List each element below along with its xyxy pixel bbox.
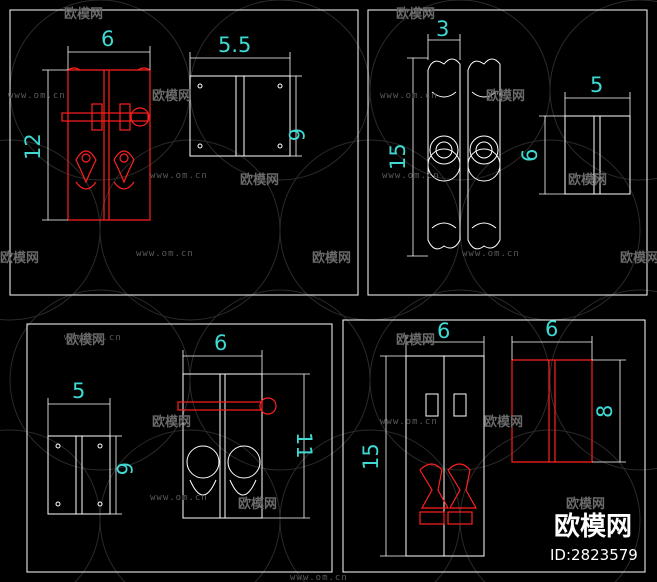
panel-top-left: 6 12 5.5 6 (9, 9, 359, 296)
dim-height-label: 15 (359, 443, 383, 470)
watermark-url: www.om.cn (150, 171, 208, 181)
dim-width-label: 6 (101, 27, 114, 51)
watermark-url: www.om.cn (136, 249, 194, 259)
dimension-lines (407, 34, 461, 257)
dimension-lines (380, 336, 485, 557)
watermark-id: ID:2823579 (550, 546, 638, 564)
hinge-width-label: 6 (545, 317, 558, 341)
panel-frame (9, 9, 359, 296)
red-door-plate (61, 67, 151, 221)
watermark-brand: 欧模网 (396, 6, 435, 22)
panel-frame (26, 323, 333, 573)
watermark-url-marks: www.om.cn www.om.cn www.om.cn www.om.cn … (8, 91, 520, 582)
hinge-height-label: 6 (518, 149, 542, 162)
watermark-brand: 欧模网 (566, 496, 605, 512)
dimension-lines (182, 350, 310, 519)
watermark-brand: 欧模网 (238, 496, 277, 512)
watermark-url: www.om.cn (380, 91, 438, 101)
hinge-height-label: 6 (112, 462, 136, 475)
hinge-dimension-lines (189, 52, 302, 157)
watermark-brand: 欧模网 (64, 6, 103, 22)
watermark-brand: 欧模网 (396, 332, 435, 348)
watermark-brand: 欧模网 (152, 414, 191, 430)
watermark-brand: 欧模网 (486, 88, 525, 104)
dim-height-label: 15 (386, 143, 410, 170)
watermark-url: www.om.cn (382, 171, 440, 181)
hinge-dimension-lines (539, 92, 631, 195)
watermark-brand-marks: 欧模网 欧模网 欧模网 欧模网 欧模网 欧模网 欧模网 欧模网 欧模网 欧模网 … (0, 6, 657, 512)
dim-width-label: 6 (214, 331, 227, 355)
watermark-brand: 欧模网 (0, 250, 39, 266)
watermark-brand: 欧模网 (312, 250, 351, 266)
long-pull-plate (427, 58, 501, 250)
red-latch (177, 397, 277, 415)
watermark-brand: 欧模网 (66, 332, 105, 348)
watermark-url: www.om.cn (150, 493, 208, 503)
panel-bottom-left: 5 6 6 11 (26, 323, 333, 573)
watermark-url: www.om.cn (462, 249, 520, 259)
watermark-url: www.om.cn (290, 573, 348, 582)
watermark-brand: 欧模网 (568, 172, 607, 188)
watermark-brand: 欧模网 (240, 172, 279, 188)
corner-watermark: 欧模网 ID:2823579 (550, 511, 638, 564)
dim-width-label: 3 (436, 17, 449, 41)
dim-width-label: 6 (437, 319, 450, 343)
panel-frame (367, 9, 648, 296)
watermark-brand: 欧模网 (484, 414, 523, 430)
hinge-height-label: 6 (284, 128, 308, 141)
hinge-height-label: 8 (593, 405, 617, 418)
watermark-url: www.om.cn (64, 333, 122, 343)
panel-frame (342, 319, 646, 573)
watermark-brand: 欧模网 (620, 250, 657, 266)
watermark-url: www.om.cn (8, 91, 66, 101)
hinge-width-label: 5 (590, 73, 603, 97)
hinge-dimension-lines (47, 398, 122, 515)
hinge-width-label: 5.5 (218, 33, 251, 57)
red-ornament (419, 463, 478, 525)
dim-height-label: 11 (292, 432, 316, 459)
watermark-url: www.om.cn (380, 417, 438, 427)
dimension-lines (42, 46, 151, 221)
watermark-logo-text: 欧模网 (554, 511, 632, 542)
panel-top-right: 3 15 5 6 (367, 9, 648, 296)
watermark-brand: 欧模网 (152, 88, 191, 104)
white-hinge (564, 115, 631, 195)
panel-bottom-right: 6 15 6 8 (342, 317, 646, 573)
dim-height-label: 12 (21, 133, 45, 160)
hinge-dimension-lines (511, 336, 626, 463)
hinge-width-label: 5 (72, 379, 85, 403)
